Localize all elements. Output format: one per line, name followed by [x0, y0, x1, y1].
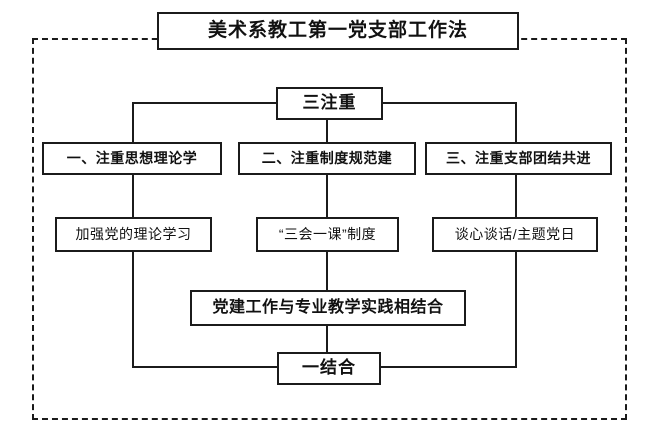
connector-pillar3-to-child3: [515, 174, 517, 219]
node-pillar-1: 一、注重思想理论学: [42, 142, 222, 175]
node-three-focus: 三注重: [276, 87, 383, 120]
connector-child2-to-combine-detail: [326, 251, 328, 292]
connector-three-to-pillar1-vertical: [132, 102, 134, 144]
connector-pillar2-to-child2: [326, 174, 328, 219]
node-title: 美术系教工第一党支部工作法: [157, 12, 519, 50]
node-pillar-3: 三、注重支部团结共进: [425, 142, 612, 175]
connector-right-rail-to-one-combine: [379, 366, 517, 368]
node-child-1: 加强党的理论学习: [55, 217, 212, 252]
node-combine-detail: 党建工作与专业教学实践相结合: [190, 290, 466, 326]
connector-three-to-pillar3-horizontal: [381, 102, 517, 104]
connector-combine-detail-to-one-combine: [326, 325, 328, 354]
node-one-combine: 一结合: [277, 352, 381, 385]
connector-three-to-pillar2: [326, 119, 328, 144]
connector-left-rail-to-one-combine: [132, 366, 279, 368]
node-child-3: 谈心谈话/主题党日: [432, 217, 598, 252]
node-child-2: “三会一课”制度: [256, 217, 399, 252]
connector-three-to-pillar1-horizontal: [132, 102, 278, 104]
connector-child1-to-bottom-rail: [132, 251, 134, 367]
connector-pillar1-to-child1: [132, 174, 134, 219]
connector-child3-to-bottom-rail: [515, 251, 517, 367]
node-pillar-2: 二、注重制度规范建: [238, 142, 416, 175]
connector-three-to-pillar3-vertical: [515, 102, 517, 144]
